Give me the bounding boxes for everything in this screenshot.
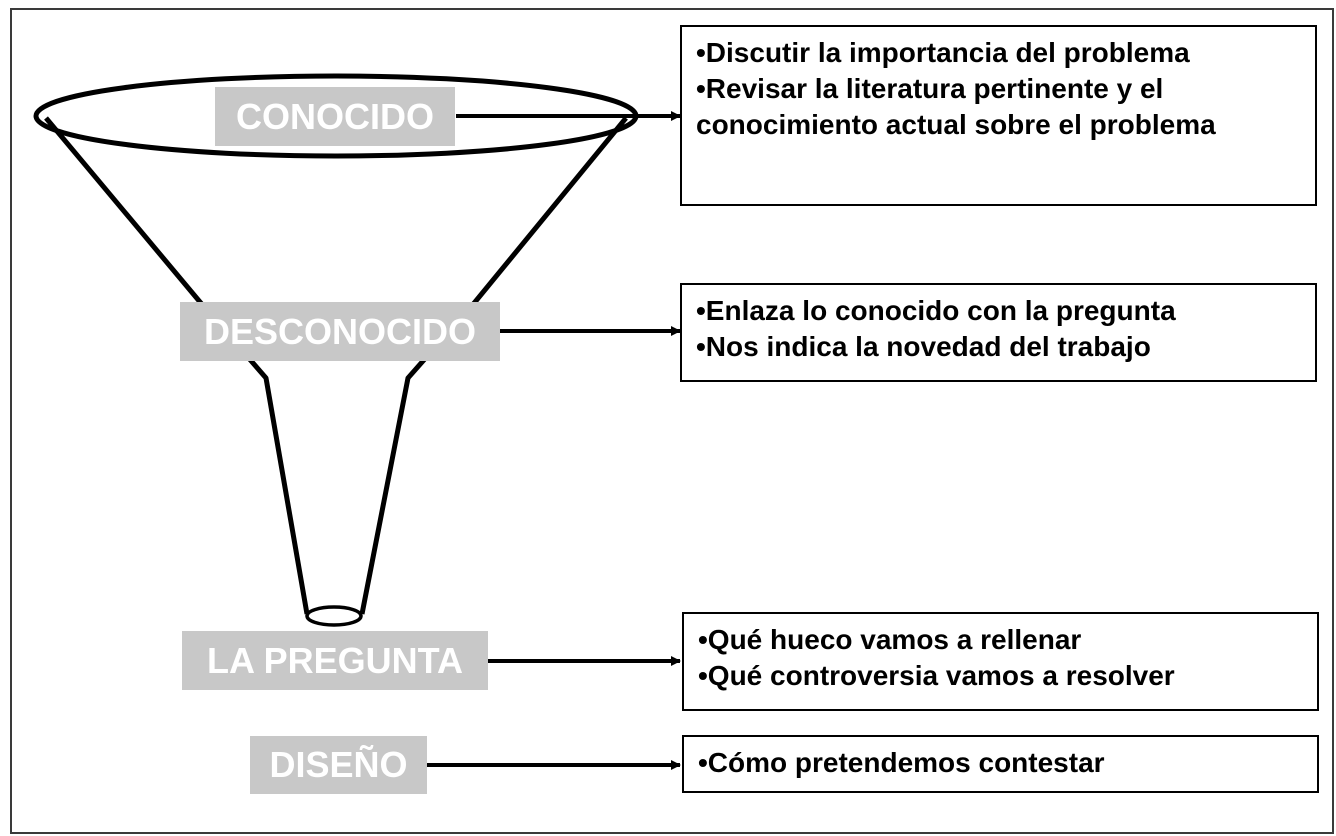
funnel-right-side <box>359 116 628 615</box>
stage-label-diseno: DISEÑO <box>250 736 427 794</box>
stage-label-conocido: CONOCIDO <box>215 87 455 146</box>
note-box-diseno: •Cómo pretendemos contestar <box>682 735 1319 793</box>
note-box-desconocido: •Enlaza lo conocido con la pregunta •Nos… <box>680 283 1317 382</box>
note-novedad-trabajo: •Nos indica la novedad del trabajo <box>696 330 1151 362</box>
stage-label-desconocido: DESCONOCIDO <box>180 302 500 361</box>
note-revisar-literatura: •Revisar la literatura pertinente y el c… <box>696 72 1216 140</box>
note-hueco-rellenar: •Qué hueco vamos a rellenar <box>698 624 1082 655</box>
note-controversia-resolver: •Qué controversia vamos a resolver <box>698 659 1175 691</box>
note-box-la-pregunta: •Qué hueco vamos a rellenar •Qué controv… <box>682 612 1319 711</box>
note-enlaza-conocido: •Enlaza lo conocido con la pregunta <box>696 295 1176 326</box>
stage-label-la-pregunta: LA PREGUNTA <box>182 631 488 690</box>
note-box-conocido: •Discutir la importancia del problema •R… <box>680 25 1317 206</box>
funnel-spout <box>305 605 363 627</box>
funnel-left-side <box>44 116 310 615</box>
note-discutir-importancia: •Discutir la importancia del problema <box>696 37 1190 68</box>
note-como-contestar: •Cómo pretendemos contestar <box>698 747 1105 778</box>
